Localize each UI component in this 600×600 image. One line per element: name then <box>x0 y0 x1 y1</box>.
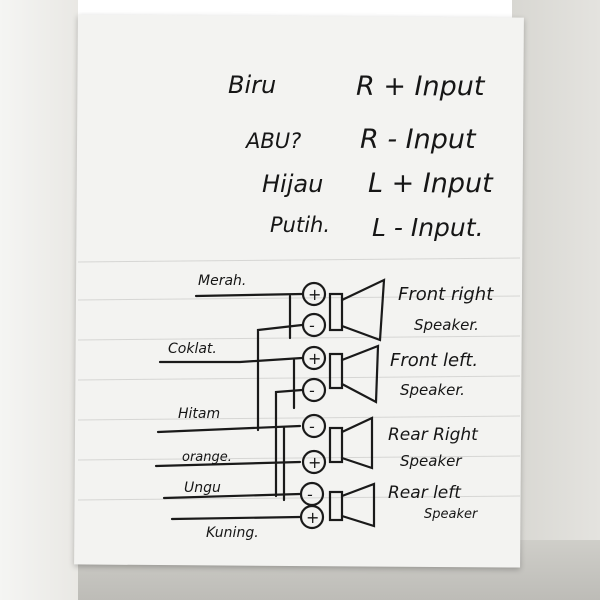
terminal-rr-negative: - <box>301 413 327 439</box>
speaker-front-right-line1: Front right <box>398 284 494 305</box>
wire-label-ungu: Ungu <box>184 480 221 496</box>
svg-text:+: + <box>308 349 321 368</box>
input-mapping-list: Biru R + Input ABU? R - Input Hijau L + … <box>228 71 494 242</box>
terminal-rl-negative: - <box>299 481 325 507</box>
speaker-icon-front-left <box>328 344 380 404</box>
speaker-icon-front-right <box>328 278 386 342</box>
wire-hitam <box>156 424 302 434</box>
svg-text:+: + <box>308 285 321 304</box>
speaker-rear-right-line1: Rear Right <box>388 425 479 445</box>
speaker-rear-left-line1: Rear left <box>388 483 462 503</box>
mapping-signal-1: R + Input <box>356 71 486 102</box>
mapping-signal-2: R - Input <box>360 124 477 155</box>
mapping-color-2: ABU? <box>244 129 301 153</box>
wire-coklat <box>158 356 304 364</box>
background-left <box>0 0 78 600</box>
background-right <box>512 0 600 600</box>
speaker-symbols <box>328 278 386 528</box>
speaker-front-right-line2: Speaker. <box>414 316 479 334</box>
mapping-color-4: Putih. <box>270 213 330 237</box>
speaker-front-left-line2: Speaker. <box>400 381 465 399</box>
speaker-icon-rear-right <box>328 416 374 470</box>
mapping-signal-3: L + Input <box>368 168 494 199</box>
terminals: + - + - - + - <box>299 281 327 530</box>
terminal-fl-positive: + <box>301 345 327 371</box>
wires <box>154 292 304 521</box>
wire-label-orange: orange. <box>182 450 232 465</box>
terminal-fl-negative: - <box>301 377 327 403</box>
paper-ruling <box>77 257 521 501</box>
mapping-color-3: Hijau <box>262 170 323 198</box>
mapping-color-1: Biru <box>228 71 276 99</box>
terminal-rr-positive: + <box>301 449 327 475</box>
wire-label-merah: Merah. <box>198 273 246 289</box>
wire-kuning <box>170 515 302 521</box>
speaker-rear-left-line2: Speaker <box>424 507 479 522</box>
speaker-rear-right-line2: Speaker <box>400 452 462 470</box>
wire-ungu <box>162 492 302 500</box>
wire-fr-negative-return <box>256 323 304 432</box>
speaker-labels: Front right Speaker. Front left. Speaker… <box>388 284 494 522</box>
svg-text:-: - <box>307 485 313 504</box>
speaker-icon-rear-left <box>328 482 376 528</box>
wire-label-kuning: Kuning. <box>206 525 259 541</box>
wire-fl-negative-return <box>274 388 304 498</box>
svg-text:-: - <box>309 417 315 436</box>
terminal-rl-positive: + <box>299 504 325 530</box>
svg-text:-: - <box>309 381 315 400</box>
mapping-signal-4: L - Input. <box>372 213 484 242</box>
wire-orange <box>154 460 302 468</box>
wire-label-hitam: Hitam <box>178 406 220 422</box>
svg-text:+: + <box>308 453 321 472</box>
terminal-fr-positive: + <box>301 281 327 307</box>
speaker-front-left-line1: Front left. <box>390 350 478 371</box>
svg-text:+: + <box>306 508 319 527</box>
terminal-fr-negative: - <box>301 312 327 338</box>
wire-labels: Merah. Coklat. Hitam orange. Ungu Kuning… <box>168 273 259 541</box>
wire-merah <box>194 292 304 298</box>
wire-label-coklat: Coklat. <box>168 341 217 357</box>
svg-text:-: - <box>309 316 315 335</box>
